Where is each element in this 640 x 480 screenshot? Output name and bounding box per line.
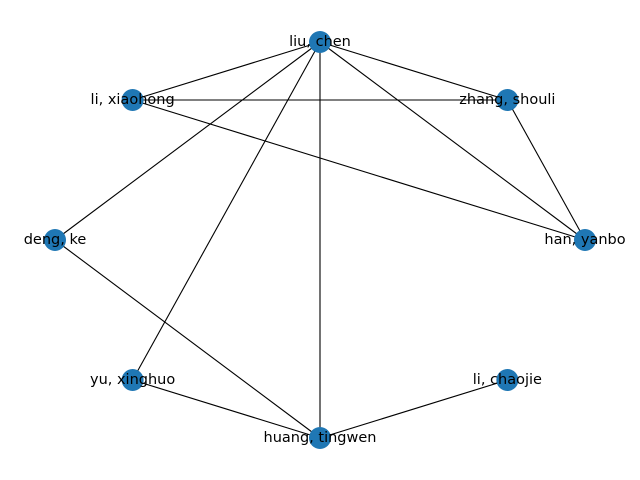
node-liu_chen bbox=[309, 31, 331, 53]
node-li_xiaohong bbox=[121, 88, 144, 111]
edge-liu_chen-yu_xinghuo bbox=[132, 41, 321, 381]
node-label-han_yanbo: han, yanbo bbox=[544, 232, 625, 248]
edge-li_xiaohong-han_yanbo bbox=[132, 99, 586, 241]
node-huang_tingwen bbox=[309, 427, 331, 449]
node-zhang_shouli bbox=[496, 88, 519, 111]
nodes-layer bbox=[44, 31, 596, 449]
node-label-liu_chen: liu, chen bbox=[289, 34, 351, 50]
node-label-deng_ke: deng, ke bbox=[24, 232, 87, 248]
node-li_chaojie bbox=[496, 369, 519, 392]
node-deng_ke bbox=[44, 229, 66, 251]
edge-liu_chen-han_yanbo bbox=[319, 41, 586, 241]
labels-layer: liu, chen zhang, shouli han, yanbo li, chao… bbox=[24, 34, 626, 446]
edge-liu_chen-zhang_shouli bbox=[319, 41, 508, 101]
node-yu_xinghuo bbox=[121, 369, 144, 392]
node-han_yanbo bbox=[574, 229, 596, 251]
edge-liu_chen-deng_ke bbox=[54, 41, 321, 241]
node-label-li_chaojie: li, chaojie bbox=[473, 372, 542, 388]
edge-liu_chen-li_xiaohong bbox=[132, 41, 321, 101]
node-label-li_xiaohong: li, xiaohong bbox=[91, 92, 175, 108]
edges-layer bbox=[54, 41, 586, 439]
node-label-yu_xinghuo: yu, xinghuo bbox=[90, 372, 175, 388]
edge-deng_ke-huang_tingwen bbox=[54, 239, 321, 439]
edge-yu_xinghuo-huang_tingwen bbox=[132, 379, 321, 439]
node-label-huang_tingwen: huang, tingwen bbox=[264, 430, 377, 446]
edge-li_chaojie-huang_tingwen bbox=[319, 379, 508, 439]
node-label-zhang_shouli: zhang, shouli bbox=[459, 92, 555, 108]
edge-zhang_shouli-han_yanbo bbox=[506, 99, 586, 241]
